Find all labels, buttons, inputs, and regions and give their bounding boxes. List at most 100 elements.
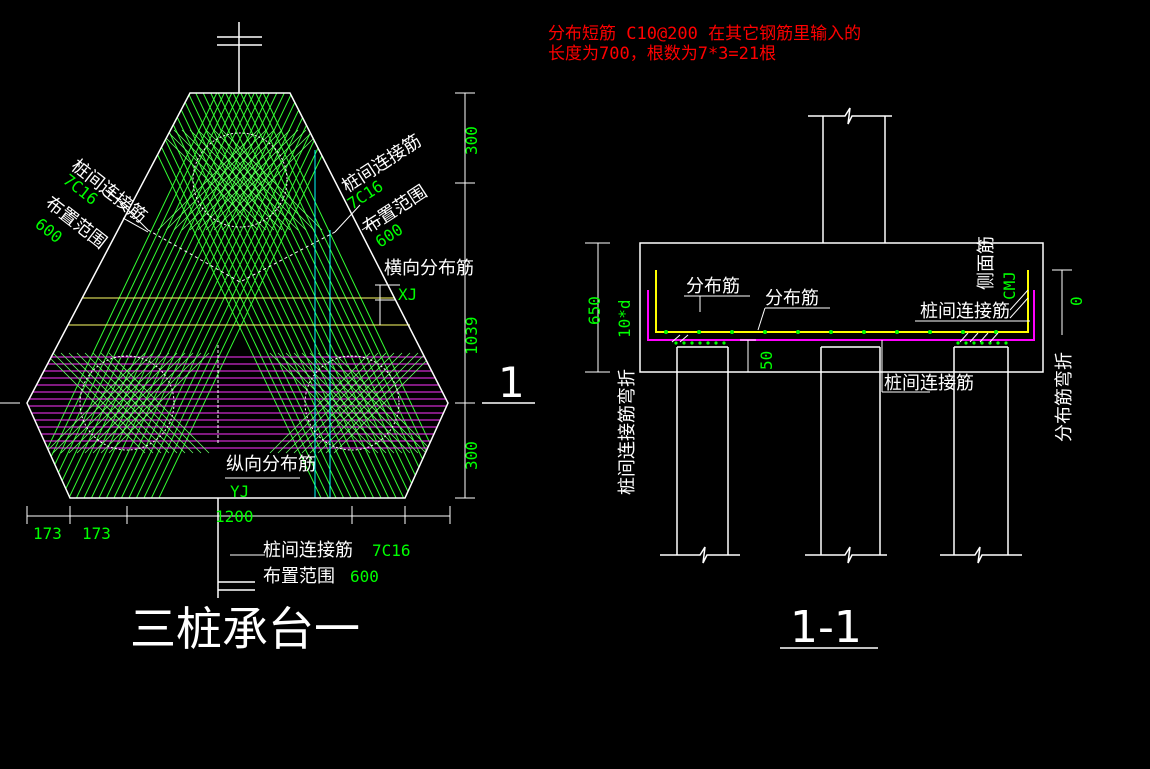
dim-left-2: 173 [82,524,111,543]
rebar-band-left-line [27,93,233,498]
rebar-dot [690,341,694,345]
rebar-band-left-line [79,93,331,498]
rebar-dot [895,330,899,334]
rebar-dot [862,330,866,334]
rebar-dot [674,341,678,345]
pile-crosshatch-line [213,129,315,231]
dim-width: 1200 [215,507,254,526]
rebar-band-right-line [247,93,448,498]
bottom-range-value: 600 [350,567,379,586]
dim-middle: 1039 [462,316,481,355]
rebar-dot [956,341,960,345]
pile-bar-bend-label: 桩间连接筋弯折 [617,369,638,495]
pile-crosshatch-line [333,352,435,454]
side-bar-label: 侧面筋 [976,236,997,290]
pile-crosshatch-line [325,352,427,454]
note-line-2: 长度为700，根数为7*3=21根 [548,44,776,64]
rebar-dot [961,330,965,334]
rebar-dot [972,341,976,345]
pile-bar-bottom-label: 桩间连接筋 [884,373,974,394]
rebar-dot [722,341,726,345]
pile-crosshatch-line [60,352,162,454]
pile-crosshatch-line [309,352,411,454]
rebar-dot [994,330,998,334]
section-cap [639,242,1044,373]
pile-crosshatch-line [100,352,202,454]
rebar-dot [980,341,984,345]
rebar-band-right-line [232,93,448,498]
rebar-dot [697,330,701,334]
section-dim-cover: 10*d [615,299,634,338]
pile-crosshatch-line [165,129,267,231]
pile-top [192,132,288,228]
pile-crosshatch-line [197,129,299,231]
rebar-band-left-line [87,93,338,498]
side-bar-code: CMJ [1000,271,1019,300]
section-dim-height: 650 [585,296,604,325]
rebar-band-right-line [157,93,408,498]
note-line-1: 分布短筋 C10@200 在其它钢筋里输入的 [548,24,861,44]
rebar-band-right-line [164,93,416,498]
pile-crosshatch-line [157,129,259,231]
rebar-dot [664,330,668,334]
transverse-bar-label: 横向分布筋 [384,258,474,279]
pile-right [304,355,400,451]
pile-crosshatch-line [84,352,186,454]
rebar-dot [796,330,800,334]
section-dim-0: 0 [1067,296,1086,306]
pile-crosshatch-line [173,129,275,231]
dist-bar-label-1: 分布筋 [686,276,740,297]
rebar-band-right-line [149,93,401,498]
dist-bar-label-2: 分布筋 [765,288,819,309]
pile-crosshatch-line [293,352,395,454]
pile-crosshatch-line [205,129,307,231]
rebar-dot [996,341,1000,345]
rebar-band-right-line [217,93,448,498]
pile-crosshatch-line [221,129,323,231]
rebar-dot [698,341,702,345]
pile-crosshatch-line [52,352,154,454]
rebar-band-left-line [27,93,241,498]
pile-crosshatch-line [68,352,170,454]
rebar-band-right-line [134,93,386,498]
pile-crosshatch-line [181,129,283,231]
rebar-dot [730,330,734,334]
section-1-1: 650 10*d 50 0 桩间连接筋弯折 分布筋弯折 侧面筋 CMJ 分布筋 … [585,107,1086,653]
dim-top: 300 [462,126,481,155]
rebar-dot [988,341,992,345]
dim-bottom: 300 [462,441,481,470]
dim-left-1: 173 [33,524,62,543]
section-title: 1-1 [790,602,862,653]
rebar-dot [1004,341,1008,345]
pile-cap-plan: 1 桩间连接筋 7C16 布置范围 600 桩间连接筋 7C16 布置范围 60… [0,22,535,656]
section-marker: 1 [498,358,525,407]
rebar-band-right-line [142,93,393,498]
pile-bar-label: 桩间连接筋 [920,301,1010,322]
dist-bar-bend-label: 分布筋弯折 [1054,352,1075,442]
bottom-bar-name: 桩间连接筋 [263,540,353,561]
rebar-dot [682,341,686,345]
section-dim-50: 50 [757,351,776,370]
pile-crosshatch-line [108,352,210,454]
pile-crosshatch-line [285,352,387,454]
rebar-dot [706,341,710,345]
bottom-bar-spec: 7C16 [372,541,411,560]
plan-title: 三桩承台一 [130,602,360,656]
transverse-bar-code: XJ [398,285,417,304]
rebar-band-right-line [239,93,448,498]
longitudinal-bar-code: YJ [230,482,249,501]
bottom-range-label: 布置范围 [263,566,335,587]
pile-crosshatch-line [44,352,146,454]
rebar-dot [763,330,767,334]
pile-crosshatch-line [269,352,371,454]
pile-crosshatch-line [317,352,419,454]
pile-crosshatch-line [277,352,379,454]
rebar-dot [928,330,932,334]
rebar-dot [829,330,833,334]
pile-crosshatch-line [92,352,194,454]
pile-left [79,355,175,451]
longitudinal-bar-label: 纵向分布筋 [226,454,316,475]
cap-outline [26,92,449,499]
rebar-dot [964,341,968,345]
